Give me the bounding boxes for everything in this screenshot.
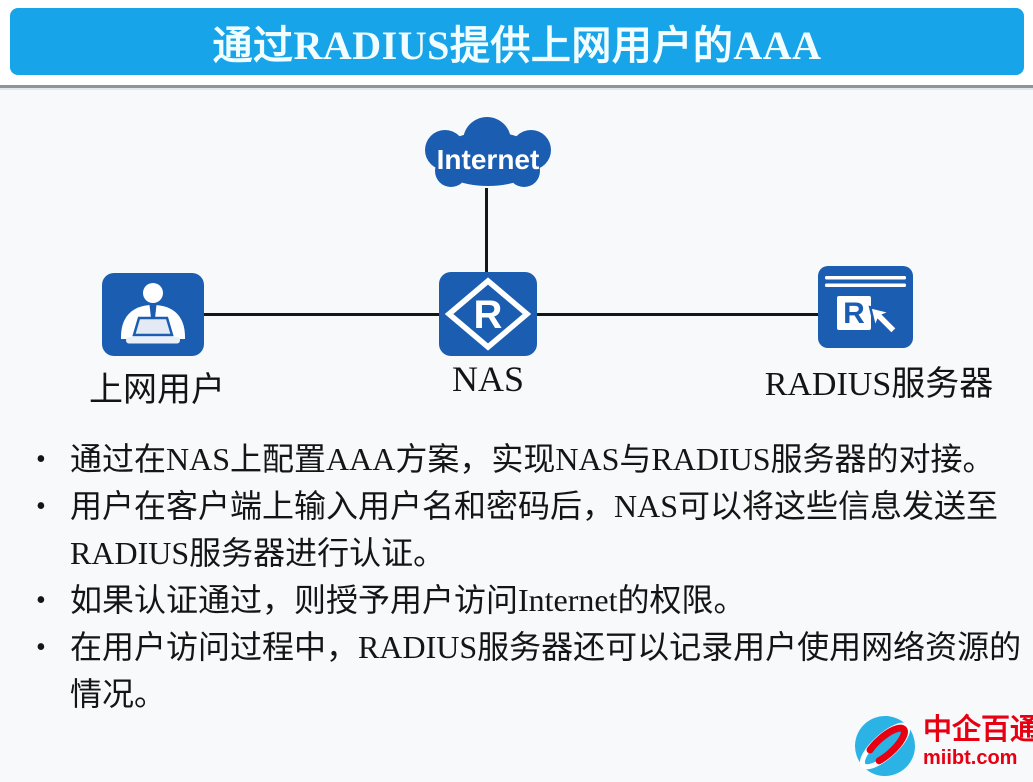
title-bar: 通过RADIUS提供上网用户的AAA xyxy=(10,8,1024,75)
nas-router-icon: R xyxy=(439,272,537,356)
label-radius-server: RADIUS服务器 xyxy=(764,366,994,403)
connector-internet-nas xyxy=(485,188,488,274)
label-internet-user: 上网用户 xyxy=(89,372,225,409)
internet-cloud-icon: Internet xyxy=(425,117,551,187)
label-nas: NAS xyxy=(451,359,525,399)
watermark-text: 中企百通 miibt.com xyxy=(923,714,1033,769)
watermark-globe-icon xyxy=(855,716,915,776)
connector-nas-server xyxy=(536,313,819,316)
watermark: 中企百通 miibt.com xyxy=(853,714,1033,778)
page-title: 通过RADIUS提供上网用户的AAA xyxy=(212,22,822,68)
title-divider xyxy=(0,85,1033,90)
bullet-list: 通过在NAS上配置AAA方案，实现NAS与RADIUS服务器的对接。 用户在客户… xyxy=(30,436,1022,718)
bullet-item-2: 用户在客户端上输入用户名和密码后，NAS可以将这些信息发送至RADIUS服务器进… xyxy=(30,483,1022,577)
internet-label: Internet xyxy=(437,144,540,175)
cursor-arrow-icon xyxy=(868,305,899,336)
nas-symbol-letter: R xyxy=(474,293,503,337)
watermark-site: miibt.com xyxy=(923,747,1018,769)
bullet-item-1: 通过在NAS上配置AAA方案，实现NAS与RADIUS服务器的对接。 xyxy=(30,436,1022,483)
radius-server-icon: R xyxy=(818,266,913,348)
connector-user-nas xyxy=(200,313,440,316)
watermark-brand: 中企百通 xyxy=(923,714,1033,746)
bullet-item-4: 在用户访问过程中，RADIUS服务器还可以记录用户使用网络资源的情况。 xyxy=(30,624,1022,718)
server-symbol-letter: R xyxy=(843,297,865,330)
internet-user-icon xyxy=(102,273,204,356)
bullet-item-3: 如果认证通过，则授予用户访问Internet的权限。 xyxy=(30,577,1022,624)
